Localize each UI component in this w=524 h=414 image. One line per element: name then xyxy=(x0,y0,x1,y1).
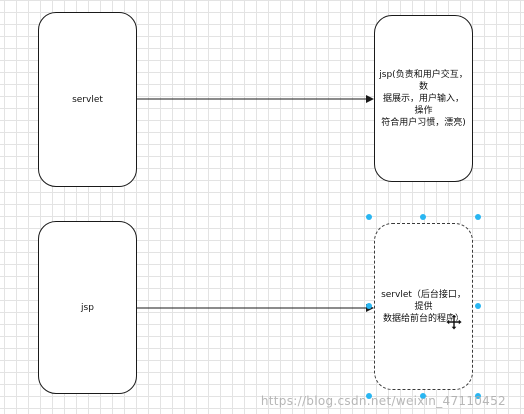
servlet-node-bottom-selected[interactable]: servlet（后台接口，提供 数据给前台的程序） xyxy=(374,223,473,390)
resize-handle-bottom[interactable] xyxy=(420,393,426,399)
move-cursor-icon xyxy=(446,314,462,330)
servlet-node-top[interactable]: servlet xyxy=(38,12,137,187)
jsp-node-top-label: jsp(负责和用户交互，数 据展示，用户输入，操作 符合用户习惯，漂亮) xyxy=(379,69,468,128)
resize-handle-top-right[interactable] xyxy=(475,214,481,220)
jsp-node-bottom-label: jsp xyxy=(81,302,94,313)
resize-handle-top-left[interactable] xyxy=(366,214,372,220)
jsp-node-top[interactable]: jsp(负责和用户交互，数 据展示，用户输入，操作 符合用户习惯，漂亮) xyxy=(374,15,473,182)
resize-handle-bottom-right[interactable] xyxy=(475,393,481,399)
servlet-node-top-label: servlet xyxy=(72,94,103,105)
resize-handle-bottom-left[interactable] xyxy=(366,393,372,399)
watermark: https://blog.csdn.net/weixin_47110452 xyxy=(260,394,506,408)
servlet-node-bottom-label: servlet（后台接口，提供 数据给前台的程序） xyxy=(381,289,466,324)
resize-handle-left[interactable] xyxy=(366,303,372,309)
resize-handle-top[interactable] xyxy=(420,214,426,220)
jsp-node-bottom[interactable]: jsp xyxy=(38,221,137,394)
resize-handle-right[interactable] xyxy=(475,303,481,309)
